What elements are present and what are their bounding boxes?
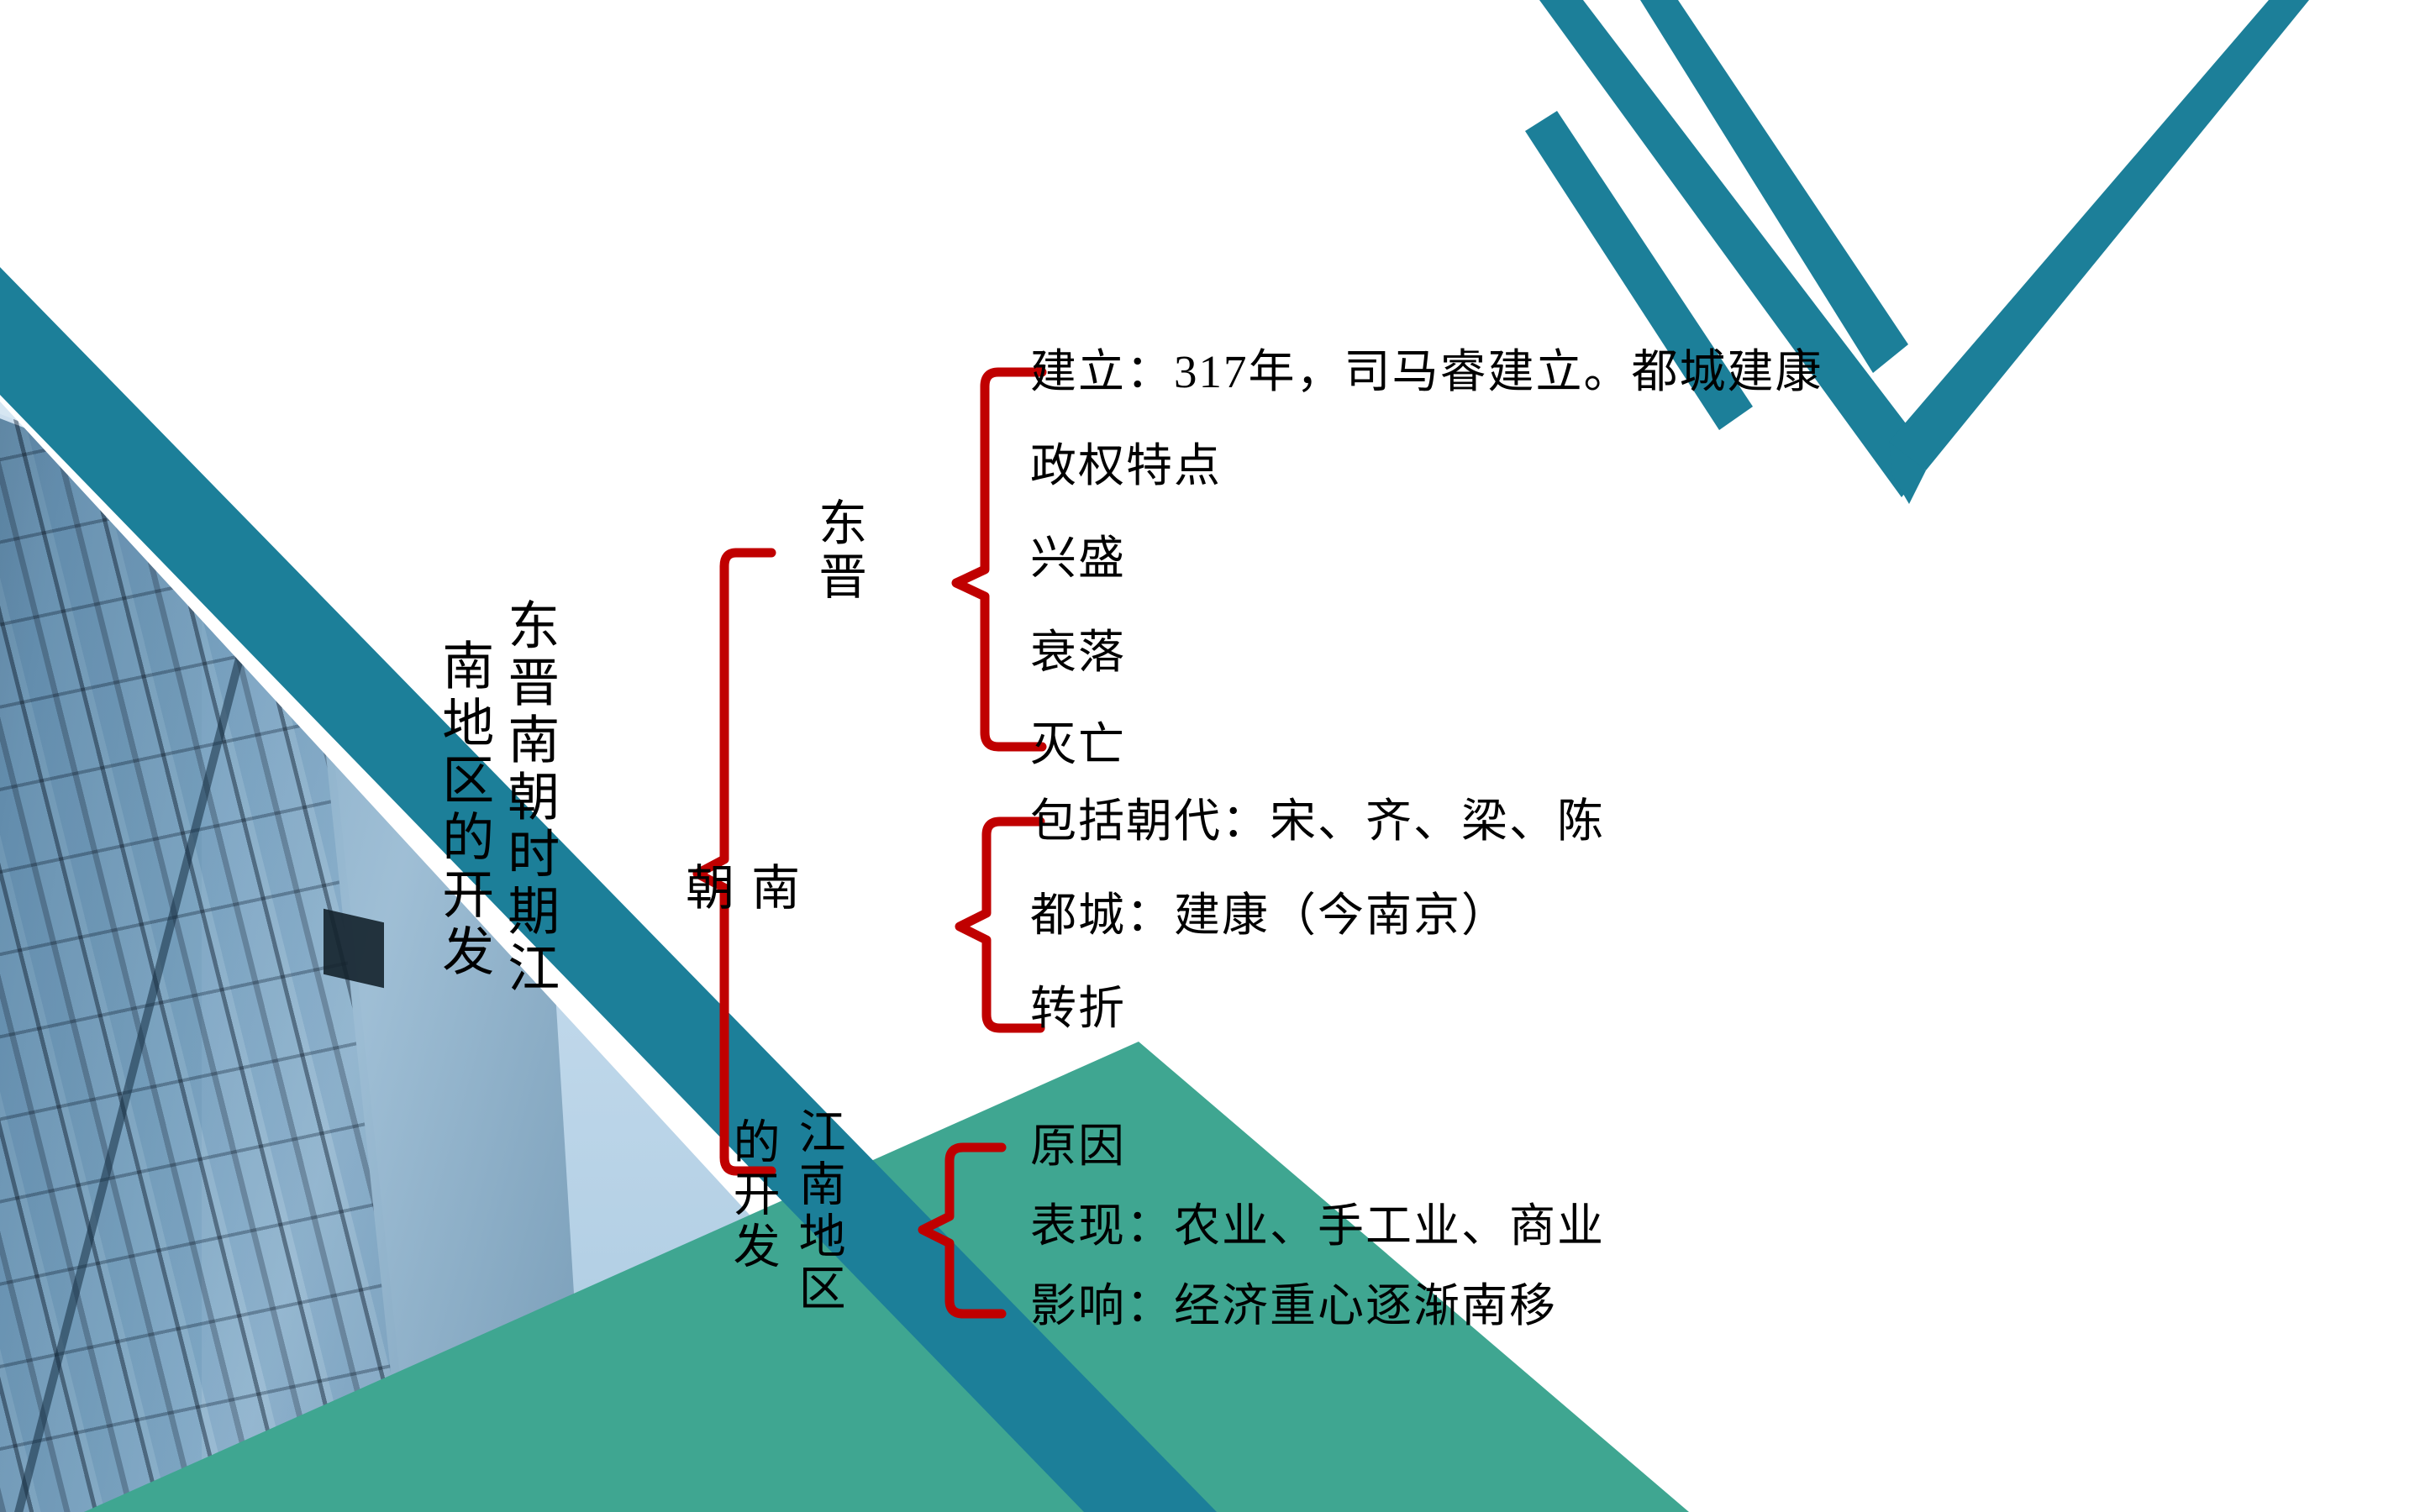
green-triangle — [84, 1042, 1689, 1512]
leaf-dongjin-fall: 灭亡 — [1030, 719, 1127, 770]
leaf-nanchao-turning-point: 转折 — [1030, 983, 1127, 1034]
root-title: 东晋南朝时期江 — [499, 598, 557, 998]
branch-label-jiangnan: 江南地区 — [792, 1107, 844, 1315]
window-columns — [0, 402, 416, 1512]
leaf-jiangnan-reasons: 原因 — [1030, 1121, 1127, 1172]
leaf-nanchao-capital: 都城：建康（今南京） — [1030, 890, 1510, 941]
building-mass — [0, 402, 424, 1512]
leaf-dongjin-establish: 建立：317年，司马睿建立。都城建康 — [1030, 346, 1823, 397]
leaf-dongjin-regime-traits: 政权特点 — [1030, 440, 1223, 491]
leaf-jiangnan-manifestations: 表现：农业、手工业、商业 — [1030, 1200, 1606, 1252]
branch-label-nanchao: 南 — [744, 862, 799, 916]
branch-label-jiangnan-second-column: 的开发 — [726, 1117, 779, 1273]
building-secondary-face — [202, 546, 597, 1512]
window-rows — [0, 402, 416, 1512]
chevron-line-left-long — [1539, 0, 1933, 497]
branch-label-nanchao-second-column: 朝 — [678, 862, 734, 916]
dark-window-panel — [324, 908, 384, 989]
branch-bracket-nanchao — [955, 816, 1045, 1033]
leaf-jiangnan-impact: 影响：经济重心逐渐南移 — [1030, 1280, 1558, 1331]
branch-bracket-dongjin — [951, 367, 1047, 752]
chevron-line-right — [1889, 0, 2309, 470]
branch-label-dongjin: 东晋 — [811, 497, 866, 605]
leaf-dongjin-prosperity: 兴盛 — [1030, 533, 1127, 584]
leaf-dongjin-decline: 衰落 — [1030, 627, 1127, 678]
chevron-tip — [1889, 442, 1926, 504]
building-photo — [0, 402, 1023, 1512]
chevron-line-left-inner — [1640, 0, 1908, 373]
leaf-nanchao-dynasties: 包括朝代：宋、齐、梁、陈 — [1030, 795, 1606, 847]
branch-bracket-jiangnan — [918, 1142, 1007, 1319]
root-title-second-column: 南地区的开发 — [434, 638, 492, 981]
building-corner-edge — [0, 496, 286, 1512]
